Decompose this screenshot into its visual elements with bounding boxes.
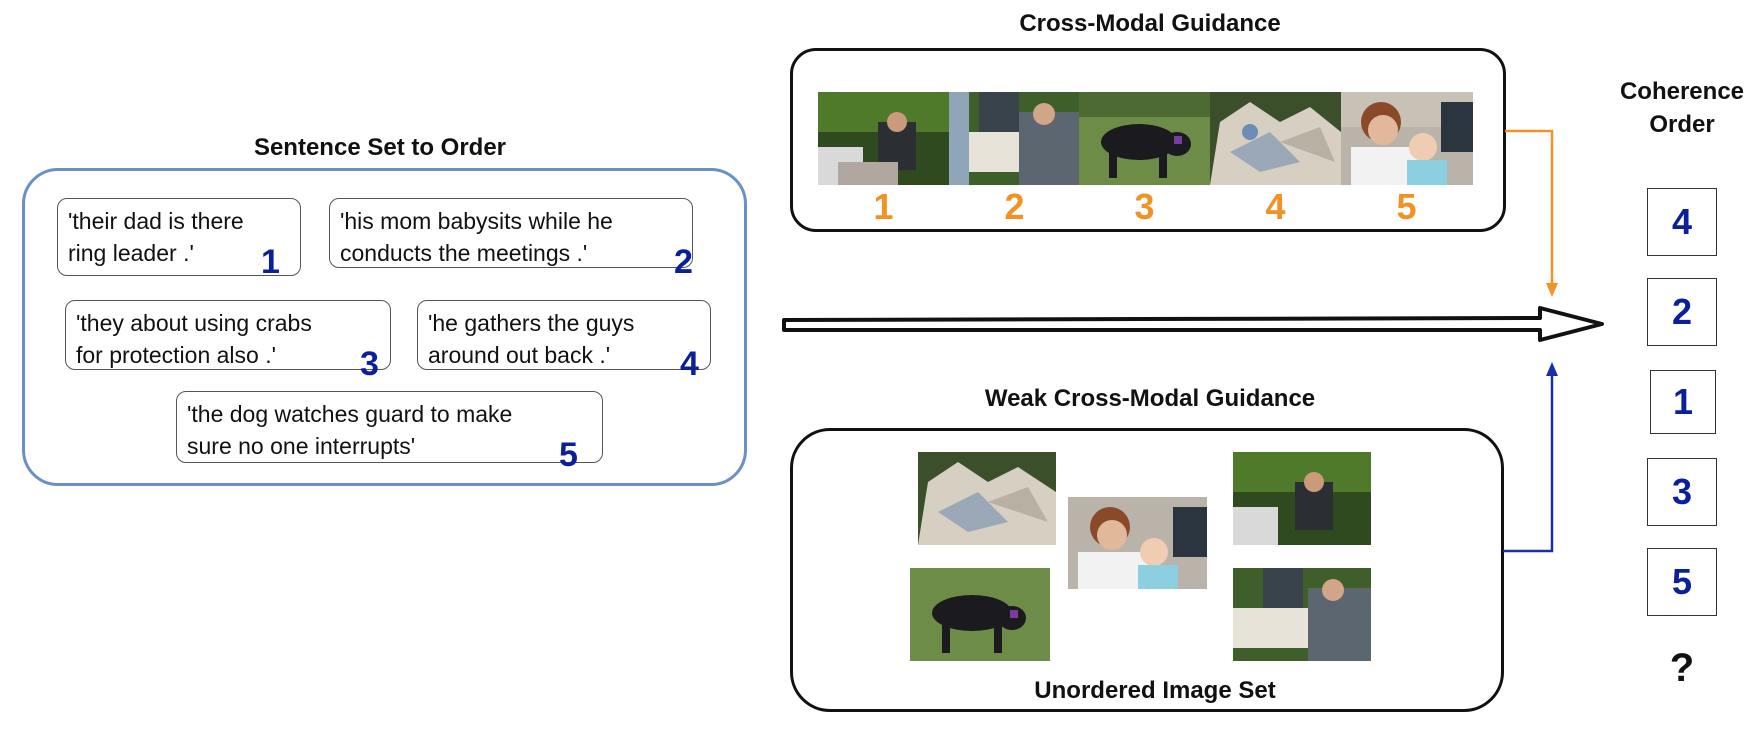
image-number-3: 3 [1134,186,1155,227]
grandmother-and-baby-photo [1341,92,1473,185]
main-flow-arrow [782,306,1604,342]
sentence-number: 5 [559,436,578,474]
order-box-3: 1 [1650,370,1716,434]
sentence-text: 'their dad is there ring leader .' [68,208,244,266]
men-at-table-closeup-photo [949,92,1079,185]
crab-pile-photo [1210,92,1341,185]
coherence-title-line2: Order [1649,111,1715,138]
cross-modal-panel [790,48,1506,232]
sentence-card-4: 'he gathers the guys around out back .' … [417,300,711,381]
sentence-number: 4 [680,345,699,383]
sentence-text: 'the dog watches guard to make sure no o… [187,401,513,459]
image-number-5: 5 [1396,186,1417,227]
order-box-2: 2 [1647,278,1717,346]
unordered-grandmother-photo [1068,497,1207,589]
sentence-card-1: 'their dad is there ring leader .' 1 [57,198,301,281]
image-number-2: 2 [1004,186,1025,227]
sentence-text: 'they about using crabs for protection a… [76,310,312,368]
weak-cross-modal-title: Weak Cross-Modal Guidance [984,385,1316,412]
unordered-men-table-photo [1233,568,1371,661]
sentence-panel-title: Sentence Set to Order [253,134,507,161]
image-number-1: 1 [873,186,894,227]
men-at-table-photo [818,92,949,185]
coherence-title-line1: Coherence [1619,78,1745,105]
black-dog-photo [1079,92,1210,185]
unordered-crab-pile-photo [918,452,1056,545]
sentence-card-2: 'his mom babysits while he conducts the … [329,198,693,279]
unordered-men-photo [1233,452,1371,545]
unknown-order-mark: ? [1669,646,1695,690]
image-number-4: 4 [1265,186,1286,227]
order-number: 3 [1671,471,1693,512]
sentence-number: 2 [674,243,693,281]
cross-modal-title: Cross-Modal Guidance [1019,10,1281,37]
weak-modal-connector-arrow [1503,362,1558,553]
sentence-number: 1 [261,243,280,281]
weak-cross-modal-panel [790,428,1504,712]
order-number: 4 [1671,201,1693,242]
sentence-number: 3 [360,345,379,383]
order-box-1: 4 [1647,188,1717,256]
unordered-dog-photo [910,568,1050,661]
order-box-4: 3 [1647,458,1717,526]
order-number: 5 [1671,561,1693,602]
sentence-card-3: 'they about using crabs for protection a… [65,300,391,381]
cross-modal-connector-arrow [1505,129,1558,297]
sentence-text: 'his mom babysits while he conducts the … [340,208,613,266]
order-box-5: 5 [1647,548,1717,616]
sentence-text: 'he gathers the guys around out back .' [428,310,635,368]
sentence-card-5: 'the dog watches guard to make sure no o… [176,391,603,472]
order-number: 1 [1672,381,1694,422]
order-number: 2 [1671,291,1693,332]
sentence-panel [22,168,747,486]
unordered-image-set-label: Unordered Image Set [1034,677,1276,704]
